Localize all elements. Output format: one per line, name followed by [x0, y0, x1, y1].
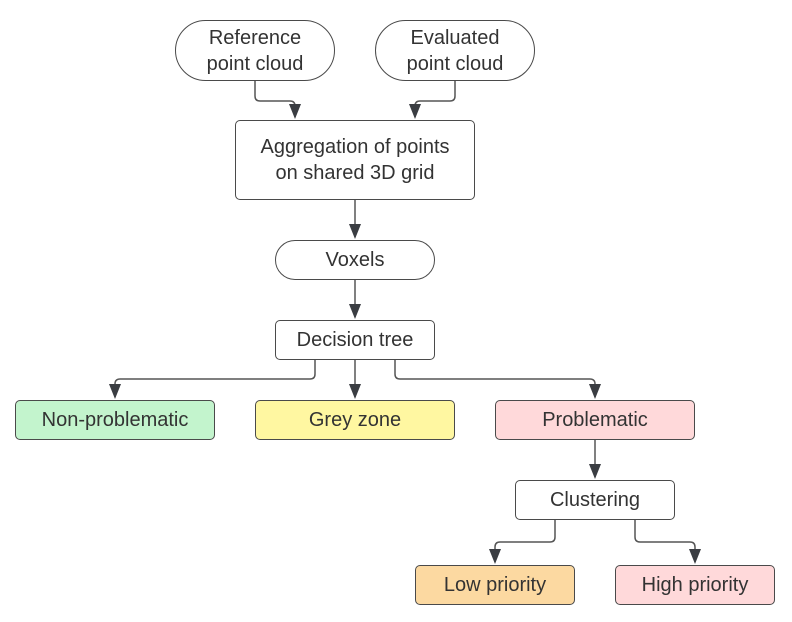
arrowhead — [409, 104, 421, 119]
edge-decision-tree-to-non-problematic — [114, 359, 316, 397]
node-low-priority: Low priority — [415, 565, 575, 605]
arrowhead — [349, 304, 361, 319]
node-label-line2: point cloud — [206, 52, 304, 75]
node-problematic: Problematic — [495, 400, 695, 440]
node-label: Voxels — [325, 249, 385, 271]
arrowhead — [349, 384, 361, 399]
node-label-line1: Evaluated — [410, 26, 500, 49]
arrowhead — [109, 384, 121, 399]
node-label-line1: Aggregation of points — [260, 136, 450, 158]
node-label: Grey zone — [308, 409, 402, 431]
arrowhead — [349, 224, 361, 239]
node-aggregation: Aggregation of points on shared 3D grid — [235, 120, 475, 200]
node-decision-tree: Decision tree — [275, 320, 435, 360]
arrowhead — [589, 464, 601, 479]
node-non-problematic: Non-problematic — [15, 400, 215, 440]
edge-clustering-to-low-priority — [494, 519, 556, 562]
node-reference-point-cloud: Reference point cloud — [175, 20, 335, 81]
node-label: Decision tree — [296, 329, 414, 351]
node-label: High priority — [641, 574, 749, 596]
arrowhead — [289, 104, 301, 119]
node-label-line2: point cloud — [406, 52, 504, 75]
node-label: Clustering — [549, 489, 641, 511]
node-label-line1: Reference — [208, 26, 302, 49]
edge-reference-to-aggregation — [254, 80, 296, 117]
node-voxels: Voxels — [275, 240, 435, 280]
edge-decision-tree-to-problematic — [394, 359, 596, 397]
node-evaluated-point-cloud: Evaluated point cloud — [375, 20, 535, 81]
node-clustering: Clustering — [515, 480, 675, 520]
node-label: Low priority — [443, 574, 547, 596]
node-grey-zone: Grey zone — [255, 400, 455, 440]
edge-evaluated-to-aggregation — [414, 80, 456, 117]
arrowhead — [489, 549, 501, 564]
arrowhead — [689, 549, 701, 564]
node-high-priority: High priority — [615, 565, 775, 605]
node-label-line2: on shared 3D grid — [275, 162, 435, 184]
node-label: Problematic — [542, 409, 648, 431]
node-label: Non-problematic — [41, 409, 189, 431]
arrowhead — [589, 384, 601, 399]
edge-clustering-to-high-priority — [634, 519, 696, 562]
